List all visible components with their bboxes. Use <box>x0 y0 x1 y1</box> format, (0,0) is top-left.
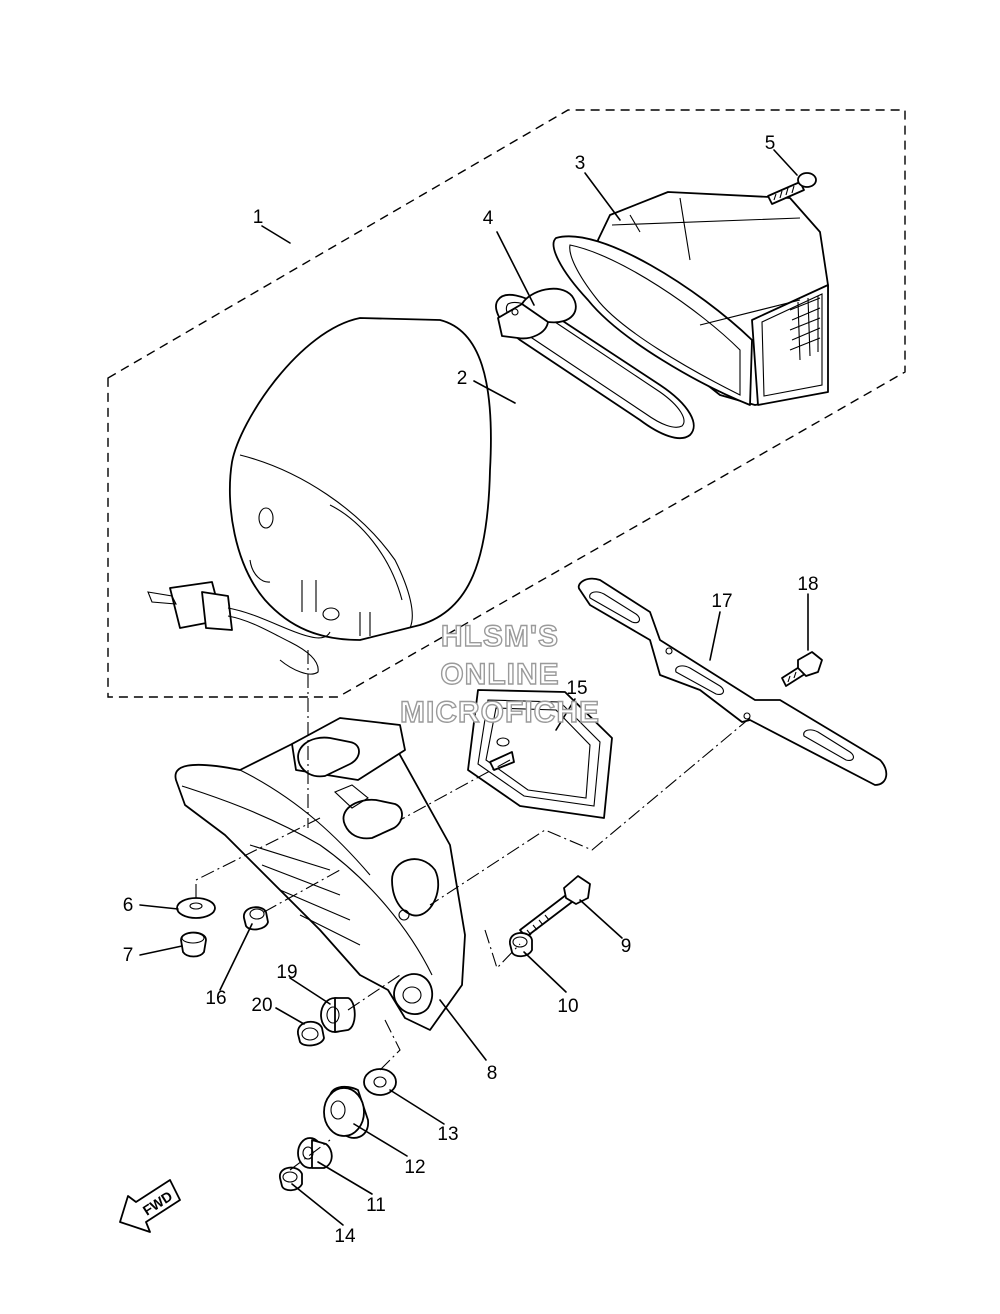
callout-15[interactable]: 15 <box>566 678 587 699</box>
watermark-line-3: MICROFICHE <box>400 696 600 729</box>
part-3-lens[interactable] <box>552 191 829 406</box>
part-14-nut[interactable] <box>279 1166 303 1192</box>
assembly-boundary-dashed <box>107 109 906 698</box>
centerline-lower-stack <box>379 1019 401 1071</box>
part-8-rear-fender-bracket[interactable] <box>174 717 466 1031</box>
callout-18[interactable]: 18 <box>797 574 818 595</box>
part-6-washer[interactable] <box>176 897 216 919</box>
part-2-bulb[interactable] <box>497 287 577 340</box>
part-18-bolt[interactable] <box>781 651 823 687</box>
callout-2[interactable]: 2 <box>457 368 468 389</box>
fwd-arrow-icon: FWD <box>119 1179 181 1233</box>
callout-13[interactable]: 13 <box>437 1124 458 1145</box>
callout-6[interactable]: 6 <box>123 895 134 916</box>
part-10-nut[interactable] <box>509 932 533 958</box>
callout-14[interactable]: 14 <box>334 1226 356 1247</box>
centerline-nut16 <box>263 869 341 913</box>
callout-8[interactable]: 8 <box>487 1063 498 1084</box>
centerline-collar19 <box>347 974 401 1011</box>
part-16-nut[interactable] <box>243 906 269 931</box>
part-17-license-bracket[interactable] <box>577 577 888 786</box>
centerline-bolt9 <box>484 929 521 970</box>
callout-11[interactable]: 11 <box>366 1195 386 1216</box>
watermark-line-2: ONLINE <box>440 658 559 691</box>
callout-3[interactable]: 3 <box>575 153 586 174</box>
callout-10[interactable]: 10 <box>557 996 578 1017</box>
centerline-license-light-to-fender <box>399 759 511 821</box>
callout-numbers: 1 2 3 4 5 6 7 8 9 10 11 12 13 14 15 16 1… <box>123 133 819 1247</box>
watermark-line-1: HLSM'S <box>441 620 559 653</box>
callout-12[interactable]: 12 <box>404 1157 425 1178</box>
part-15-license-light[interactable] <box>467 689 613 819</box>
leader-lines <box>139 149 809 1226</box>
part-11-collar[interactable] <box>297 1137 333 1169</box>
callout-5[interactable]: 5 <box>765 133 776 154</box>
part-12-damper[interactable] <box>323 1085 369 1139</box>
callout-1[interactable]: 1 <box>253 207 264 228</box>
part-13-washer[interactable] <box>363 1068 397 1096</box>
part-7-nut[interactable] <box>180 931 207 958</box>
part-1-tail-light-housing[interactable] <box>147 317 492 675</box>
part-19-collar[interactable] <box>320 997 356 1033</box>
centerline-washer-to-fender <box>195 817 321 898</box>
watermark: HLSM'S ONLINE MICROFICHE <box>399 619 600 729</box>
callout-20[interactable]: 20 <box>251 995 272 1016</box>
part-5-lens-screw[interactable] <box>767 172 817 205</box>
callout-17[interactable]: 17 <box>711 591 732 612</box>
callout-4[interactable]: 4 <box>483 208 494 229</box>
callout-9[interactable]: 9 <box>621 936 632 957</box>
callout-16[interactable]: 16 <box>205 988 226 1009</box>
centerline-nut14 <box>289 1139 331 1171</box>
callout-19[interactable]: 19 <box>276 962 297 983</box>
part-9-bolt[interactable] <box>519 875 591 938</box>
centerline-bracket-to-fender <box>429 717 751 906</box>
callout-7[interactable]: 7 <box>123 945 134 966</box>
part-20-nut[interactable] <box>297 1020 325 1047</box>
